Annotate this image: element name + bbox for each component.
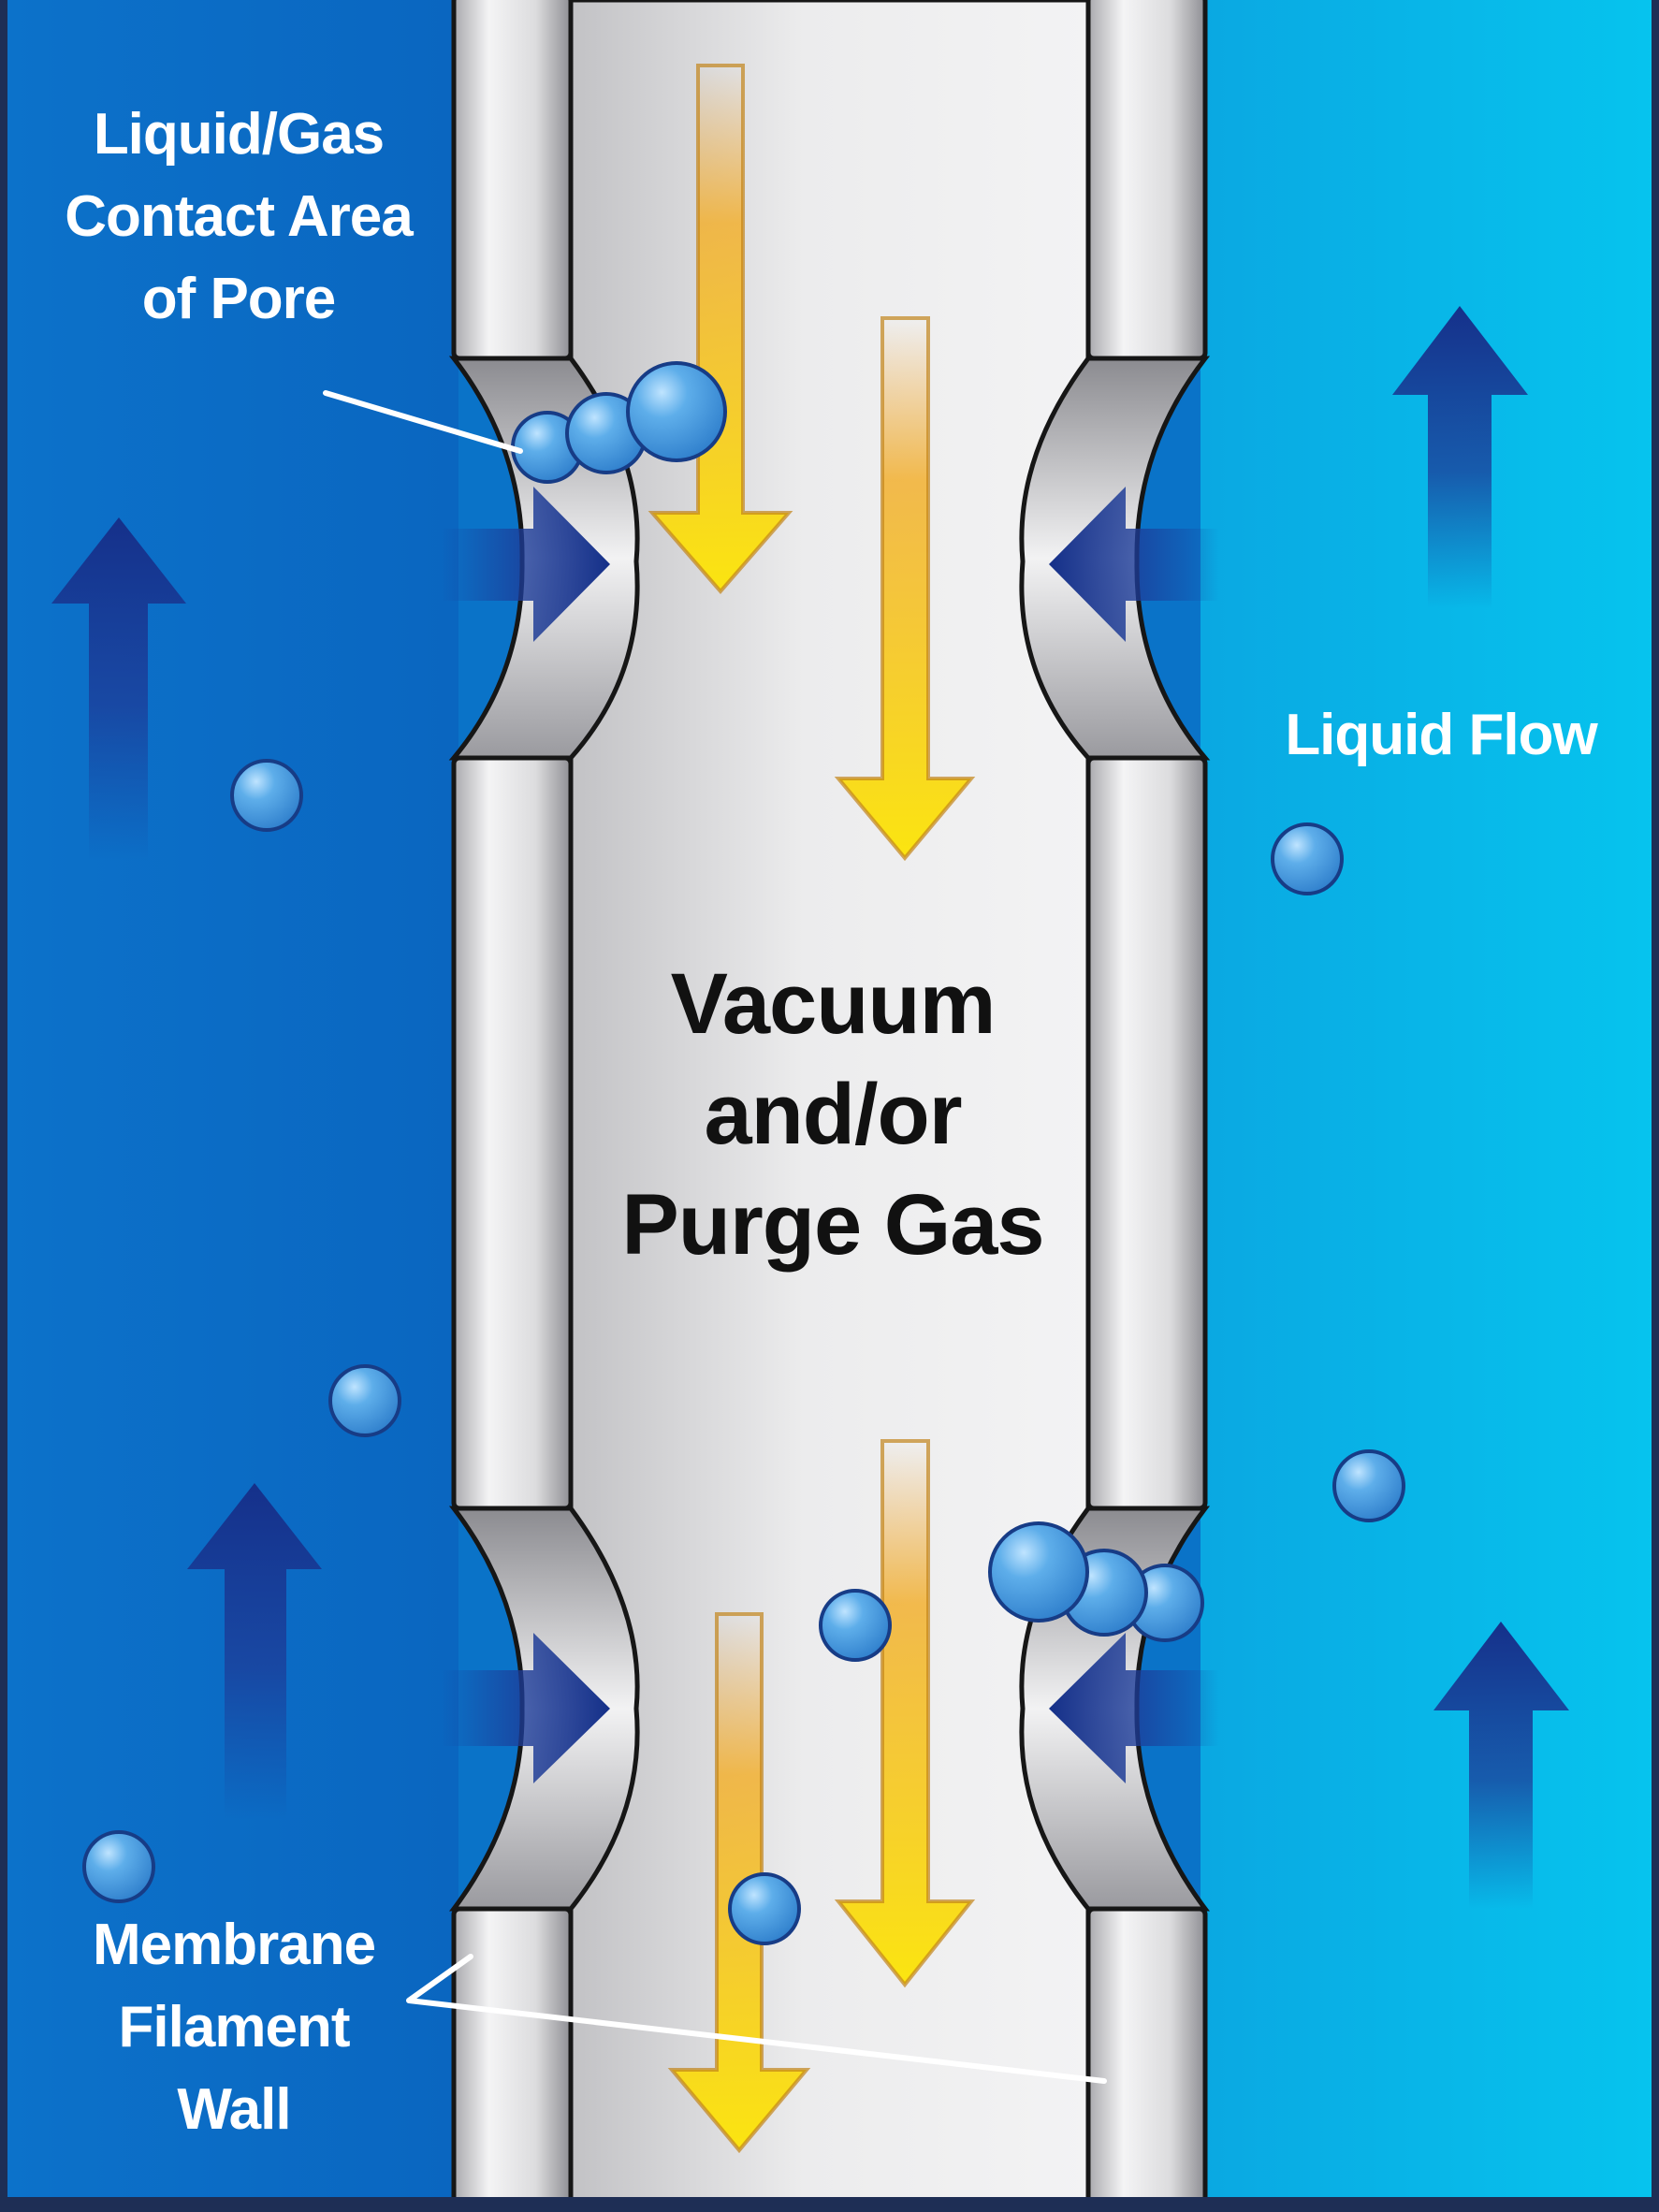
pore-label-line-3: of Pore (141, 267, 337, 331)
liquid-flow-up-arrow (51, 517, 186, 861)
liquid-transfer-arrow (440, 487, 610, 642)
frame-right-edge (1652, 0, 1659, 2212)
pore-label-leader (323, 390, 523, 454)
frame-left-edge (0, 0, 7, 2212)
wall-label-line-3: Wall (177, 2077, 291, 2142)
frame-bottom-edge (0, 2197, 1659, 2212)
liquid-flow-up-arrow (187, 1483, 322, 1820)
bubble (819, 1589, 892, 1662)
membrane-wall-right (1085, 0, 1208, 2212)
membrane-wall-left (451, 0, 574, 2212)
bubble (728, 1872, 801, 1945)
gas-flow-down-arrow (667, 1612, 811, 2154)
lumen-label-line-3: Purge Gas (621, 1177, 1044, 1273)
gas-flow-down-arrow (834, 316, 976, 862)
liquid-flow-label-text: Liquid Flow (1285, 703, 1597, 767)
liquid-flow-up-arrow (1392, 306, 1528, 608)
bubble (82, 1830, 155, 1903)
liquid-region-left (0, 0, 458, 2212)
pore-label: Liquid/Gas Contact Area of Pore (37, 94, 440, 341)
wall-label-line-1: Membrane (92, 1913, 376, 1977)
liquid-transfer-arrow (1049, 487, 1219, 642)
bubble (328, 1364, 401, 1437)
gas-flow-down-arrow (834, 1439, 976, 1988)
lumen-label-line-1: Vacuum (670, 956, 997, 1052)
lumen-label: Vacuum and/or Purge Gas (580, 949, 1085, 1280)
liquid-transfer-arrow (1049, 1633, 1219, 1783)
wall-label: Membrane Filament Wall (37, 1904, 430, 2151)
bubble (988, 1521, 1089, 1623)
liquid-transfer-arrow (440, 1633, 610, 1783)
pore-label-line-1: Liquid/Gas (93, 102, 385, 167)
liquid-flow-up-arrow (1433, 1622, 1569, 1909)
liquid-region-right (1201, 0, 1659, 2212)
bubble (1271, 822, 1344, 895)
lumen-label-line-2: and/or (704, 1067, 962, 1162)
wall-label-line-2: Filament (118, 1995, 351, 2059)
gas-flow-down-arrow (648, 64, 793, 595)
wall-label-leader (406, 1954, 1107, 2084)
bubble (1332, 1449, 1405, 1522)
bubble (230, 759, 303, 832)
liquid-flow-label: Liquid Flow (1254, 694, 1628, 777)
pore-label-line-2: Contact Area (65, 184, 414, 249)
bubble (626, 361, 727, 462)
